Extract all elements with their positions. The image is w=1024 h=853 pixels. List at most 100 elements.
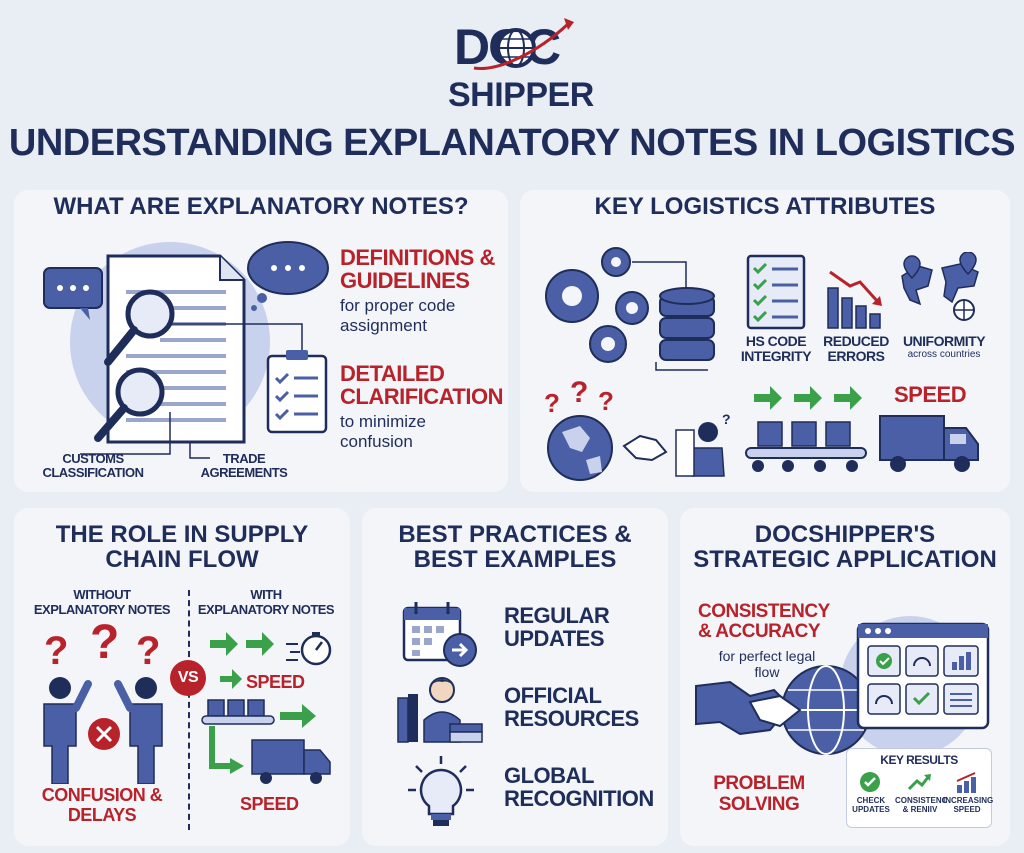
global-line2: RECOGNITION: [504, 786, 654, 812]
definitions-sub-line1: for proper code: [340, 296, 456, 315]
role-title: THE ROLE IN SUPPLY CHAIN FLOW: [14, 521, 350, 574]
definitions-line2: GUIDELINES: [340, 268, 470, 294]
trend-up-icon: [907, 774, 931, 791]
speed-arrows-icon: [210, 632, 332, 689]
hs-code-label: HS CODE INTEGRITY: [736, 333, 816, 365]
customs-line2: CLASSIFICATION: [42, 465, 144, 481]
regular-line2: UPDATES: [504, 626, 605, 652]
divider: [188, 590, 190, 830]
svg-text:?: ?: [90, 618, 119, 669]
consistency-sub-line2: flow: [754, 664, 780, 681]
check-circle-icon: [860, 772, 880, 792]
clarification-line2: CLARIFICATION: [340, 384, 503, 410]
global-line1: GLOBAL: [504, 763, 594, 788]
plane-swoosh-icon: [473, 18, 574, 71]
svg-text:?: ?: [570, 376, 588, 409]
result-check-line1: CHECK: [856, 796, 886, 805]
with-line2: EXPLANATORY NOTES: [197, 601, 335, 617]
confusion-line2: DELAYS: [67, 804, 137, 825]
key-results-title: KEY RESULTS: [880, 753, 958, 767]
customs-line1: CUSTOMS: [62, 451, 124, 466]
result-consistency-line2: & RENIIV: [902, 804, 938, 814]
conveyor-boxes-icon: [745, 386, 867, 472]
flow-conveyor-truck-icon: [201, 699, 331, 784]
customs-label: CUSTOMS CLASSIFICATION: [40, 451, 146, 481]
trade-line1: TRADE: [222, 451, 266, 466]
consistency-sub: for perfect legal flow: [692, 648, 842, 680]
confusion-label: CONFUSION & DELAYS: [22, 785, 182, 826]
delivery-truck-icon: [879, 415, 979, 472]
clarification-sub: to minimize confusion: [340, 412, 426, 451]
role-title-line2: CHAIN FLOW: [105, 546, 259, 574]
clarification-sub-line1: to minimize: [340, 412, 426, 431]
svg-text:?: ?: [544, 388, 560, 418]
problem-line1: PROBLEM: [713, 773, 805, 794]
reduced-line2: ERRORS: [827, 348, 885, 365]
speed-label-2: SPEED: [240, 794, 299, 814]
person-books-icon: [397, 677, 483, 743]
checklist-icon: [746, 254, 806, 330]
svg-text:?: ?: [136, 629, 160, 673]
calendar-update-icon: [402, 602, 477, 667]
confused-people-icon: ? ? ?: [43, 618, 163, 784]
without-line2: EXPLANATORY NOTES: [33, 601, 171, 617]
globe-handshake-icon: ? ? ? ?: [544, 376, 731, 481]
problem-line2: SOLVING: [718, 793, 800, 815]
consistency-sub-line1: for perfect legal: [718, 648, 816, 664]
reduced-line1: REDUCED: [823, 333, 889, 349]
key-results-box: KEY RESULTS CHECK UPDATES CONSISTENC & R…: [846, 748, 994, 828]
definitions-sub-line2: assignment: [340, 315, 427, 335]
result-consistency-line1: CONSISTENC: [895, 796, 948, 805]
clarification-line1: DETAILED: [340, 361, 445, 386]
logo: DOC SHIPPER: [448, 18, 594, 118]
declining-chart-icon: [827, 270, 882, 329]
global-recognition: GLOBAL RECOGNITION: [504, 764, 654, 810]
lightbulb-icon: [408, 756, 474, 826]
clarification-heading: DETAILED CLARIFICATION: [340, 362, 503, 408]
hs-line2: INTEGRITY: [740, 348, 812, 365]
consistency-line1: CONSISTENCY: [698, 601, 830, 622]
result-check-line2: UPDATES: [852, 804, 890, 814]
strategic-title: DOCSHIPPER'S STRATEGIC APPLICATION: [680, 522, 1010, 574]
uniformity-line1: UNIFORMITY: [902, 333, 986, 349]
key-title: KEY LOGISTICS ATTRIBUTES: [594, 193, 936, 220]
uniformity-label: UNIFORMITY across countries: [894, 333, 994, 361]
what-title: WHAT ARE EXPLANATORY NOTES?: [53, 193, 469, 220]
trade-label: TRADE AGREEMENTS: [194, 451, 294, 481]
regular-line1: REGULAR: [504, 603, 610, 628]
hs-line1: HS CODE: [745, 333, 807, 349]
confusion-line1: CONFUSION &: [41, 785, 163, 805]
bar-growth-icon: [956, 772, 976, 793]
result-check: CHECK UPDATES: [849, 796, 893, 815]
official-resources: OFFICIAL RESOURCES: [504, 684, 639, 730]
svg-text:?: ?: [44, 629, 68, 673]
trade-line2: AGREEMENTS: [200, 465, 288, 481]
result-speed-line1: INCREASING: [943, 796, 994, 805]
official-line2: RESOURCES: [504, 706, 639, 732]
strategic-title-line2: STRATEGIC APPLICATION: [693, 546, 997, 574]
with-line1: WITH: [250, 587, 282, 602]
clarification-sub-line2: confusion: [340, 431, 413, 451]
reduced-errors-label: REDUCED ERRORS: [818, 333, 894, 365]
best-title-line1: BEST PRACTICES &: [398, 521, 632, 548]
handshake-globe-dashboard-icon: [695, 616, 990, 756]
main-title: UNDERSTANDING EXPLANATORY NOTES IN LOGIS…: [8, 122, 1016, 164]
official-line1: OFFICIAL: [504, 683, 602, 708]
vs-badge: VS: [170, 660, 206, 696]
regular-updates: REGULAR UPDATES: [504, 603, 610, 652]
speed-label-1: SPEED: [246, 672, 305, 692]
definitions-line1: DEFINITIONS &: [340, 245, 495, 270]
gears-database-icon: [545, 247, 715, 371]
without-label: WITHOUT EXPLANATORY NOTES: [22, 587, 182, 618]
world-map-icon: [901, 252, 979, 321]
with-label: WITH EXPLANATORY NOTES: [188, 587, 344, 618]
without-line1: WITHOUT: [73, 587, 131, 602]
uniformity-line2: across countries: [907, 349, 981, 361]
definitions-sub: for proper code assignment: [340, 296, 455, 335]
consistency-heading: CONSISTENCY & ACCURACY: [698, 602, 830, 642]
result-speed: INCREASING SPEED: [943, 796, 994, 815]
problem-solving: PROBLEM SOLVING: [704, 773, 814, 816]
consistency-line2: & ACCURACY: [698, 620, 821, 642]
role-title-line1: THE ROLE IN SUPPLY: [55, 521, 309, 548]
logo-shipper: SHIPPER: [448, 76, 594, 114]
